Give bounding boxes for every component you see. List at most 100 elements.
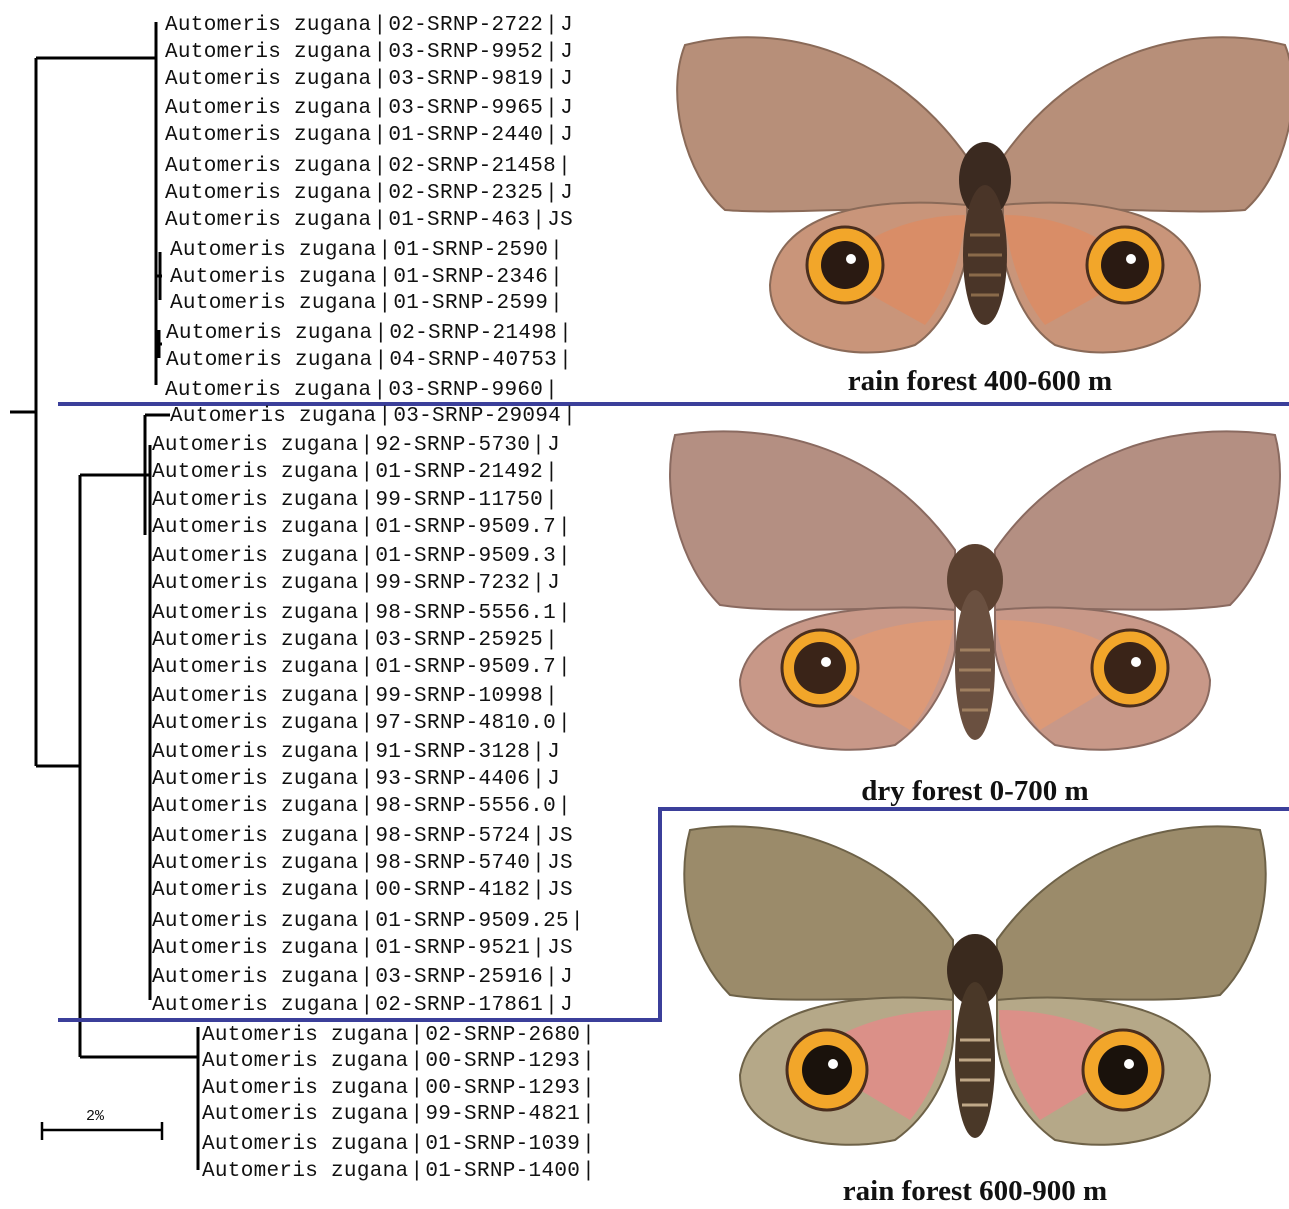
field-separator: |	[360, 910, 373, 933]
field-separator: |	[545, 14, 558, 37]
truncated-field: J	[560, 994, 573, 1017]
field-separator: |	[360, 572, 373, 595]
tree-tip-label: Automeris zugana|01-SRNP-2590|	[170, 239, 565, 263]
taxon-name: Automeris zugana	[202, 1024, 408, 1047]
tree-tip-label: Automeris zugana|02-SRNP-21498|	[166, 322, 574, 346]
tree-tip-label: Automeris zugana|01-SRNP-1400|	[202, 1160, 597, 1184]
voucher-code: 03-SRNP-25925	[375, 629, 543, 652]
voucher-code: 98-SRNP-5724	[375, 825, 530, 848]
field-separator: |	[545, 685, 558, 708]
taxon-name: Automeris zugana	[152, 516, 358, 539]
taxon-name: Automeris zugana	[165, 97, 371, 120]
field-separator: |	[378, 239, 391, 262]
field-separator: |	[532, 879, 545, 902]
taxon-name: Automeris zugana	[152, 768, 358, 791]
field-separator: |	[545, 994, 558, 1017]
voucher-code: 01-SRNP-2599	[393, 292, 548, 315]
field-separator: |	[582, 1160, 595, 1183]
voucher-code: 01-SRNP-9509.25	[375, 910, 569, 933]
truncated-field: J	[560, 966, 573, 989]
tree-tip-label: Automeris zugana|02-SRNP-21458|	[165, 155, 573, 179]
field-separator: |	[378, 292, 391, 315]
field-separator: |	[550, 266, 563, 289]
taxon-name: Automeris zugana	[152, 994, 358, 1017]
field-separator: |	[378, 266, 391, 289]
field-separator: |	[410, 1133, 423, 1156]
taxon-name: Automeris zugana	[152, 685, 358, 708]
field-separator: |	[545, 182, 558, 205]
field-separator: |	[360, 656, 373, 679]
tree-tip-label: Automeris zugana|99-SRNP-11750|	[152, 489, 560, 513]
field-separator: |	[545, 966, 558, 989]
scale-bar-label: 2%	[86, 1108, 104, 1125]
taxon-name: Automeris zugana	[202, 1103, 408, 1126]
field-separator: |	[410, 1103, 423, 1126]
voucher-code: 99-SRNP-4821	[425, 1103, 580, 1126]
voucher-code: 98-SRNP-5556.0	[375, 795, 556, 818]
taxon-name: Automeris zugana	[152, 656, 358, 679]
taxon-name: Automeris zugana	[166, 349, 372, 372]
tree-tip-label: Automeris zugana|03-SRNP-9952|J	[165, 41, 573, 65]
field-separator: |	[360, 489, 373, 512]
field-separator: |	[360, 795, 373, 818]
field-separator: |	[360, 434, 373, 457]
tree-tip-label: Automeris zugana|97-SRNP-4810.0|	[152, 712, 573, 736]
field-separator: |	[410, 1050, 423, 1073]
field-separator: |	[410, 1024, 423, 1047]
voucher-code: 00-SRNP-4182	[375, 879, 530, 902]
field-separator: |	[582, 1133, 595, 1156]
field-separator: |	[558, 545, 571, 568]
tree-tip-label: Automeris zugana|03-SRNP-25925|	[152, 629, 560, 653]
truncated-field: JS	[547, 209, 573, 232]
tree-tip-label: Automeris zugana|02-SRNP-17861|J	[152, 994, 573, 1018]
voucher-code: 99-SRNP-11750	[375, 489, 543, 512]
field-separator: |	[532, 937, 545, 960]
tree-tip-label: Automeris zugana|00-SRNP-1293|	[202, 1077, 597, 1101]
taxon-name: Automeris zugana	[152, 545, 358, 568]
field-separator: |	[360, 685, 373, 708]
field-separator: |	[559, 349, 572, 372]
truncated-field: J	[560, 97, 573, 120]
voucher-code: 01-SRNP-1039	[425, 1133, 580, 1156]
taxon-name: Automeris zugana	[165, 379, 371, 402]
taxon-name: Automeris zugana	[152, 879, 358, 902]
field-separator: |	[374, 349, 387, 372]
voucher-code: 01-SRNP-2440	[388, 124, 543, 147]
taxon-name: Automeris zugana	[152, 712, 358, 735]
field-separator: |	[563, 405, 576, 428]
voucher-code: 01-SRNP-9509.3	[375, 545, 556, 568]
voucher-code: 01-SRNP-2590	[393, 239, 548, 262]
field-separator: |	[545, 41, 558, 64]
taxon-name: Automeris zugana	[165, 124, 371, 147]
voucher-code: 98-SRNP-5556.1	[375, 602, 556, 625]
field-separator: |	[558, 155, 571, 178]
taxon-name: Automeris zugana	[202, 1077, 408, 1100]
taxon-name: Automeris zugana	[152, 825, 358, 848]
taxon-name: Automeris zugana	[152, 795, 358, 818]
voucher-code: 04-SRNP-40753	[389, 349, 557, 372]
tree-tip-label: Automeris zugana|01-SRNP-2440|J	[165, 124, 573, 148]
field-separator: |	[360, 516, 373, 539]
voucher-code: 00-SRNP-1293	[425, 1050, 580, 1073]
field-separator: |	[532, 434, 545, 457]
taxon-name: Automeris zugana	[202, 1050, 408, 1073]
tree-tip-label: Automeris zugana|99-SRNP-7232|J	[152, 572, 560, 596]
tree-tip-label: Automeris zugana|98-SRNP-5740|JS	[152, 852, 573, 876]
tree-tip-label: Automeris zugana|99-SRNP-10998|	[152, 685, 560, 709]
field-separator: |	[550, 292, 563, 315]
tree-tip-label: Automeris zugana|01-SRNP-463|JS	[165, 209, 573, 233]
taxon-name: Automeris zugana	[165, 155, 371, 178]
field-separator: |	[410, 1077, 423, 1100]
field-separator: |	[550, 239, 563, 262]
tree-tip-label: Automeris zugana|01-SRNP-9509.7|	[152, 516, 573, 540]
tree-tip-label: Automeris zugana|01-SRNP-21492|	[152, 461, 560, 485]
field-separator: |	[373, 68, 386, 91]
field-separator: |	[360, 966, 373, 989]
taxon-name: Automeris zugana	[165, 68, 371, 91]
truncated-field: JS	[547, 825, 573, 848]
field-separator: |	[582, 1050, 595, 1073]
taxon-name: Automeris zugana	[170, 292, 376, 315]
field-separator: |	[373, 209, 386, 232]
tree-tip-label: Automeris zugana|92-SRNP-5730|J	[152, 434, 560, 458]
field-separator: |	[532, 741, 545, 764]
